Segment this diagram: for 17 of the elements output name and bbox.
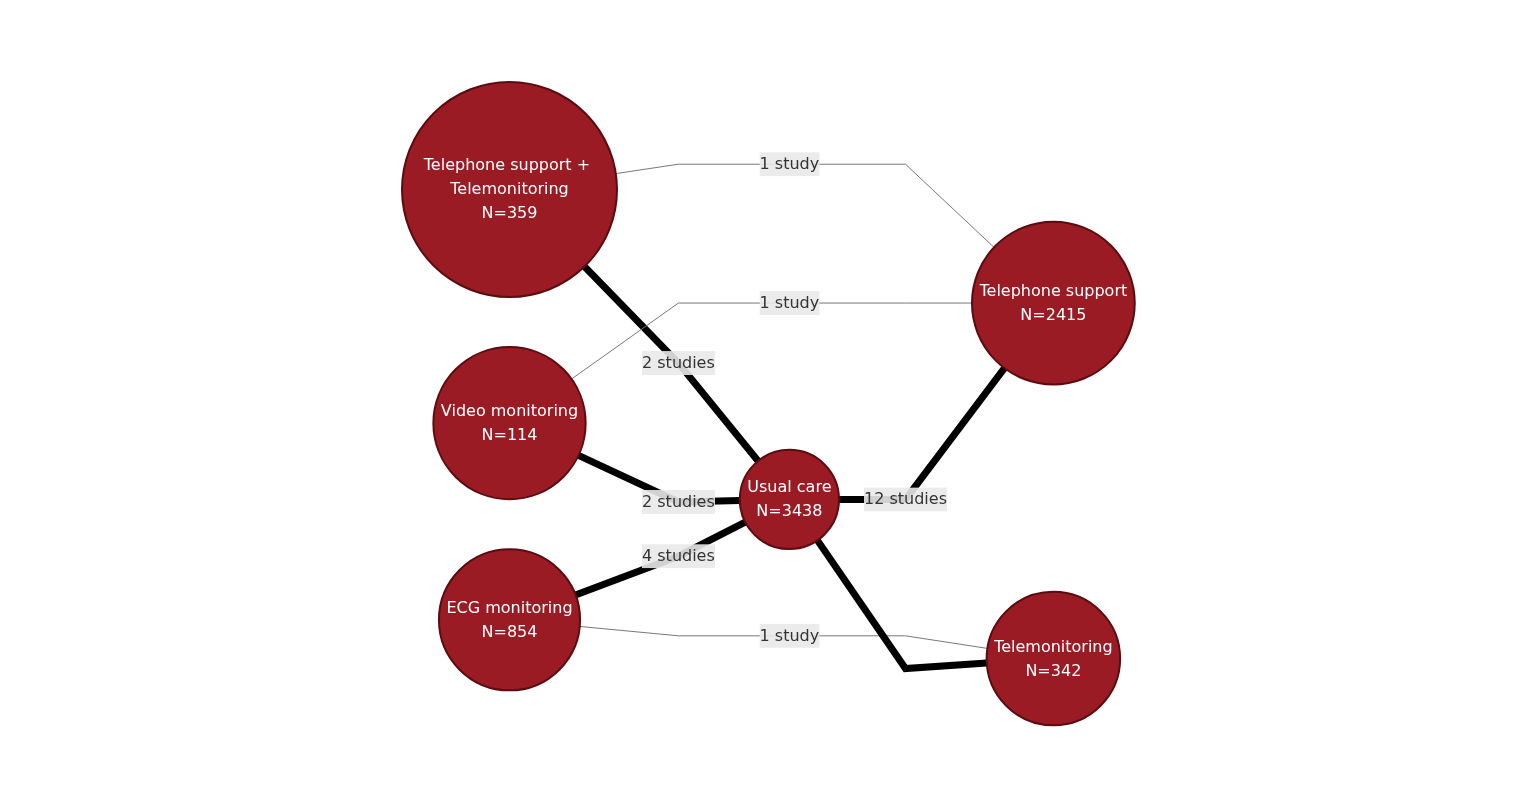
edge-label: 12 studies (864, 489, 948, 509)
node-circle: Usual care N=3438 (738, 449, 841, 551)
edge-label: 1 study (759, 293, 820, 313)
edge-label: 2 studies (642, 353, 715, 373)
node-circle: ECG monitoring N=854 (438, 548, 582, 692)
edge-label: 1 study (759, 626, 820, 646)
connector (814, 538, 988, 673)
node-circle: Video monitoring N=114 (432, 346, 587, 501)
connector (571, 302, 973, 380)
node-circle: Telephone support N=2415 (971, 221, 1136, 386)
node-circle: Telemonitoring N=342 (985, 591, 1122, 727)
connector (582, 264, 761, 464)
node-circle: Telephone support + Telemonitoring N=359 (401, 81, 619, 299)
connector (574, 519, 747, 599)
edge-label: 4 studies (642, 546, 715, 566)
edge-label: 2 studies (642, 492, 715, 512)
edge-label: 1 study (759, 154, 820, 174)
